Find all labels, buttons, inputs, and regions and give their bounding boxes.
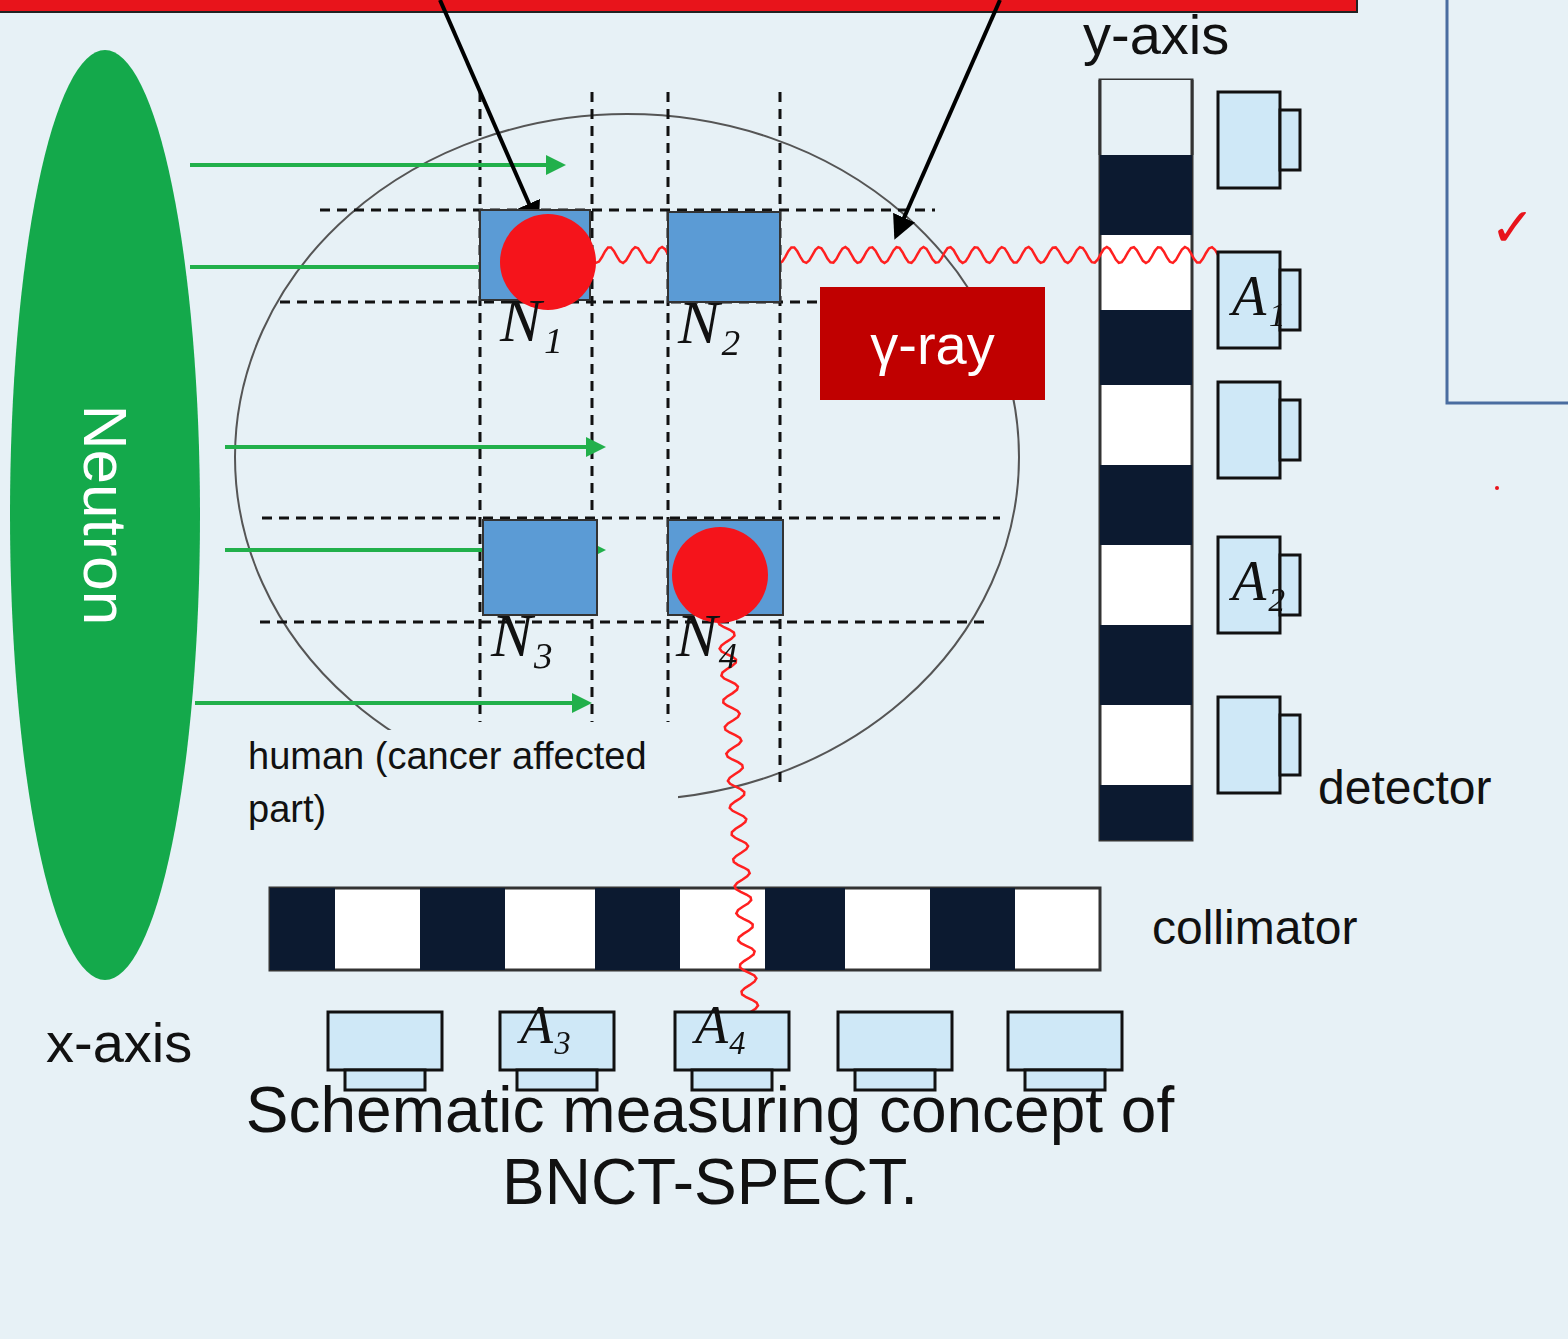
node-shape: [668, 520, 783, 615]
side-panel: [1447, 0, 1568, 403]
dot: [1495, 486, 1499, 490]
ellipse: [10, 50, 200, 980]
axis-label: y-axis: [1083, 2, 1229, 67]
detector-box: A₂: [1218, 537, 1300, 633]
leader-arrow: [440, 0, 1000, 236]
grid: [260, 92, 1000, 785]
gamma-ray: [718, 615, 758, 1012]
detector-box: A₁: [1218, 252, 1300, 348]
axis-label: human (cancer affected part): [248, 730, 678, 836]
node-label: A₃: [520, 994, 572, 1056]
node-label: γ-ray: [870, 311, 994, 376]
x-collimator: [270, 888, 1100, 970]
y-collimator: [1100, 80, 1192, 840]
gamma-label-box: γ-ray: [820, 287, 1045, 400]
neutron-beam: [190, 165, 602, 703]
box: [820, 287, 1045, 400]
check-mark: ✓: [1490, 196, 1535, 259]
node-label: A₂: [1232, 549, 1286, 613]
voxel-box: N₄: [668, 520, 783, 615]
caption: Schematic measuring concept of BNCT-SPEC…: [60, 1075, 1360, 1218]
voxel-box: N₁: [480, 210, 590, 300]
voxel-box: N₂: [668, 212, 780, 302]
node-label: N₃: [491, 600, 554, 671]
node-label: N₂: [678, 287, 741, 358]
node-shape: [483, 520, 597, 615]
node-label: N₄: [676, 600, 739, 671]
human-outline: [235, 114, 1019, 800]
node-label: A₁: [1232, 264, 1286, 328]
axis-label: x-axis: [46, 1010, 192, 1075]
axis-label: collimator: [1152, 900, 1357, 955]
node-label: N₁: [500, 285, 563, 356]
voxel-box: N₃: [483, 520, 597, 615]
node-label: Neutron: [70, 405, 141, 626]
square: [483, 520, 597, 615]
neutron-source: Neutron: [10, 50, 200, 980]
axis-label: detector: [1318, 760, 1491, 815]
node-label: A₄: [695, 994, 747, 1056]
